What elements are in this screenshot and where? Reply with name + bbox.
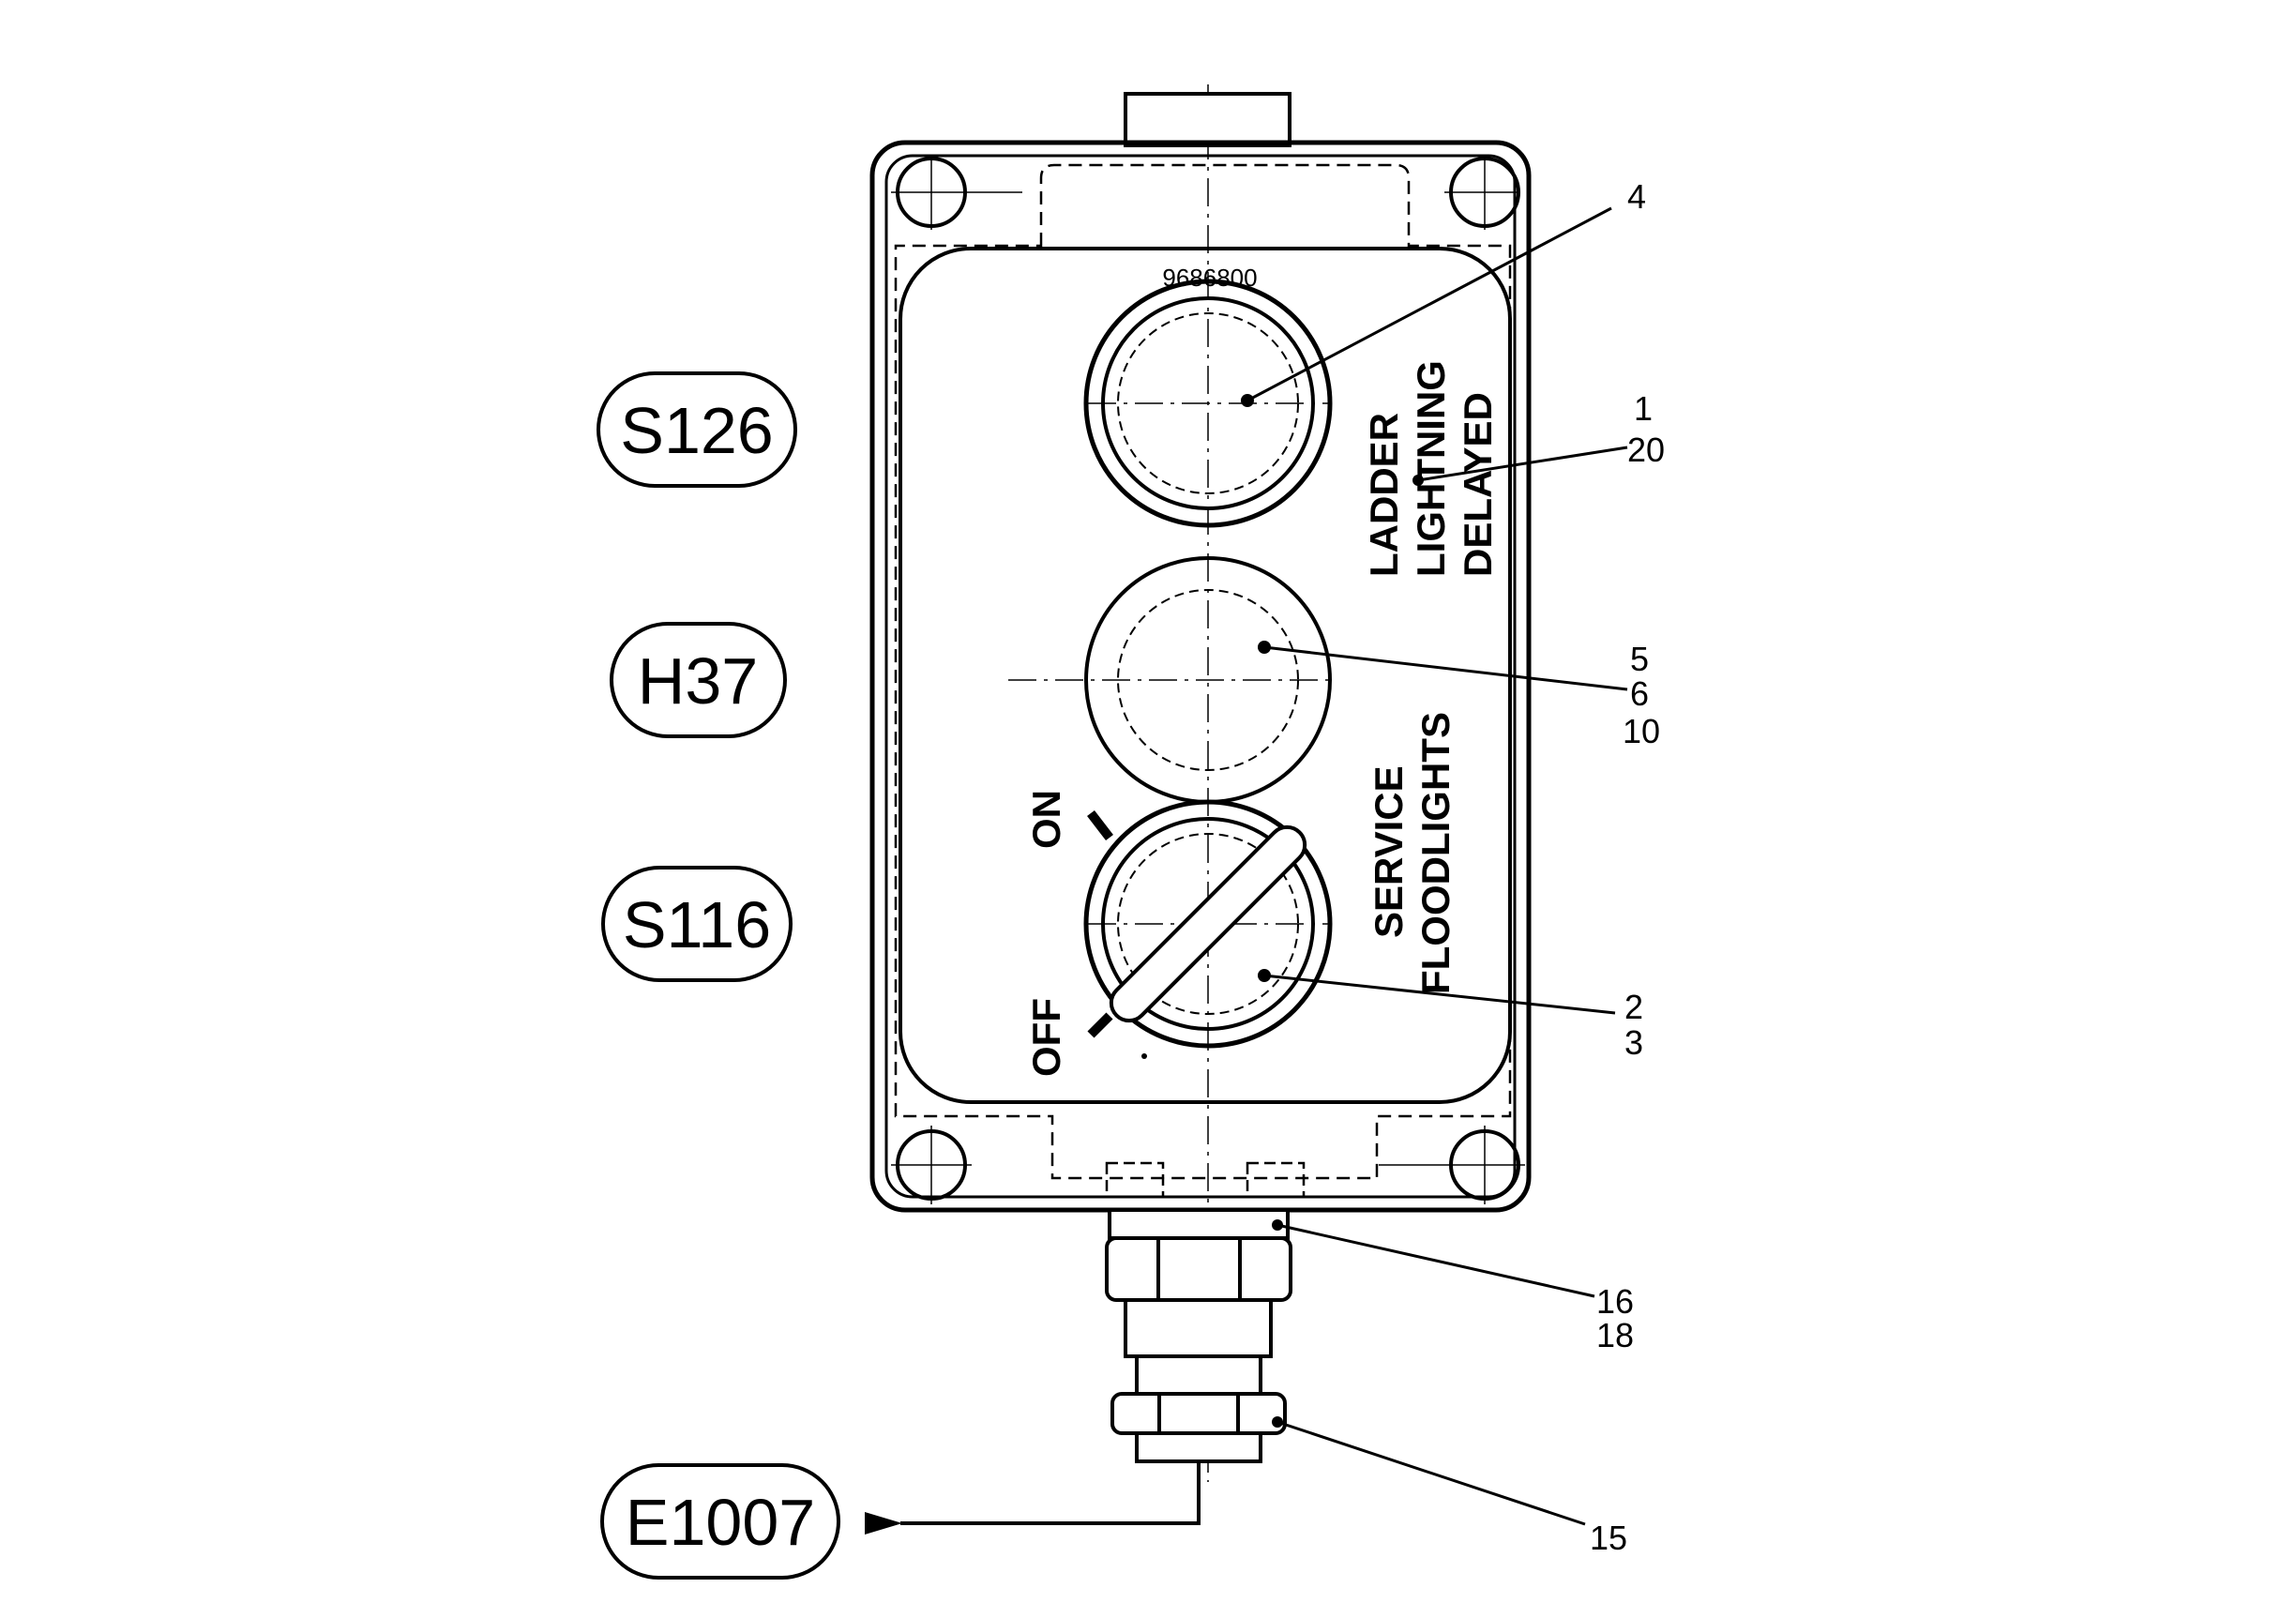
svg-text:18: 18 bbox=[1596, 1316, 1634, 1354]
selector-switch-s116 bbox=[1083, 799, 1333, 1049]
pushbutton-s126 bbox=[1083, 279, 1333, 528]
callout-15: 15 bbox=[1590, 1519, 1627, 1557]
component-label-s126: S126 bbox=[597, 371, 797, 488]
svg-text:H37: H37 bbox=[638, 644, 758, 718]
callout-16-18: 16 18 bbox=[1596, 1282, 1634, 1354]
cable-lead bbox=[865, 1461, 1201, 1535]
switch-handle bbox=[1109, 824, 1307, 1023]
callout-1-20: 1 20 bbox=[1627, 389, 1665, 469]
part-number: 9686800 bbox=[1162, 264, 1257, 292]
svg-text:4: 4 bbox=[1627, 177, 1646, 216]
component-label-s116: S116 bbox=[601, 866, 793, 982]
svg-text:3: 3 bbox=[1624, 1023, 1643, 1062]
svg-text:1: 1 bbox=[1634, 389, 1653, 428]
svg-text:5: 5 bbox=[1630, 640, 1649, 678]
label-off: OFF bbox=[1024, 998, 1068, 1077]
svg-text:15: 15 bbox=[1590, 1519, 1627, 1557]
callout-4: 4 bbox=[1627, 177, 1646, 216]
svg-text:S116: S116 bbox=[623, 888, 771, 961]
label-service: SERVICE bbox=[1367, 765, 1411, 938]
label-ladder: LADDER bbox=[1362, 413, 1406, 577]
label-lightning: LIGHTNING bbox=[1409, 360, 1453, 577]
svg-text:16: 16 bbox=[1596, 1282, 1634, 1321]
svg-text:10: 10 bbox=[1623, 712, 1660, 750]
svg-text:2: 2 bbox=[1624, 988, 1643, 1026]
svg-text:S126: S126 bbox=[620, 394, 773, 467]
component-label-h37: H37 bbox=[610, 622, 787, 738]
leader-dots bbox=[1141, 394, 1424, 1428]
cable-gland bbox=[1105, 1208, 1292, 1463]
leader-lines bbox=[1246, 206, 1628, 1526]
callout-5-6-10: 5 6 10 bbox=[1623, 640, 1660, 750]
screw-crosses bbox=[891, 155, 1525, 1204]
svg-text:E1007: E1007 bbox=[626, 1486, 815, 1559]
callout-2-3: 2 3 bbox=[1624, 988, 1643, 1062]
component-label-e1007: E1007 bbox=[600, 1463, 840, 1580]
top-stub bbox=[1124, 92, 1292, 147]
label-floodlights: FLOODLIGHTS bbox=[1413, 712, 1458, 994]
label-on: ON bbox=[1024, 790, 1068, 849]
label-delayed: DELAYED bbox=[1456, 392, 1500, 577]
svg-text:20: 20 bbox=[1627, 431, 1665, 469]
svg-text:6: 6 bbox=[1630, 674, 1649, 713]
